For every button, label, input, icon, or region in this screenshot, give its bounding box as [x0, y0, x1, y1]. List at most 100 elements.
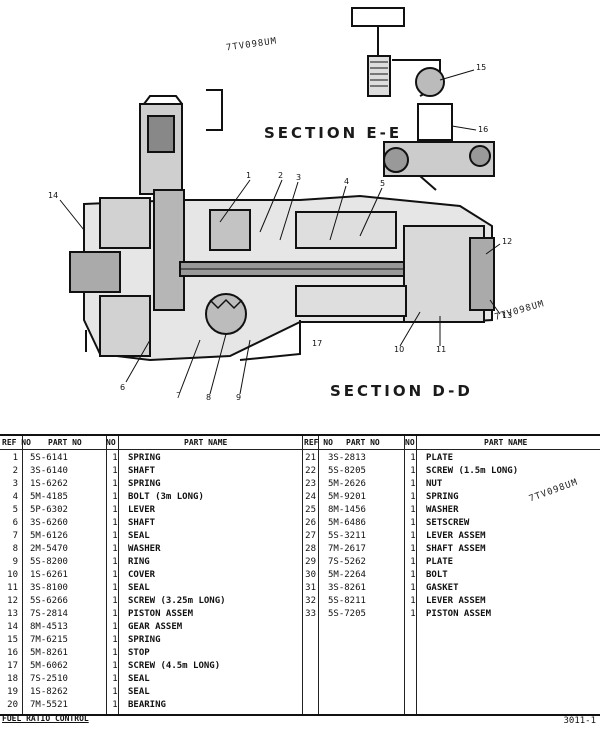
callout-label: 5 [380, 179, 385, 188]
ref-cell: 8 [12, 544, 18, 554]
ref-cell: 30 [305, 570, 316, 580]
part-name-cell: BEARING [128, 700, 166, 710]
part-no-cell: 3S-6140 [30, 466, 68, 476]
callout-label: 10 [394, 345, 404, 354]
qty-cell: 1 [112, 596, 118, 606]
part-no-cell: 5M-6126 [30, 531, 68, 541]
callout-label: 6 [120, 383, 125, 392]
ref-cell: 15 [7, 635, 18, 645]
part-no-cell: 5S-8200 [30, 557, 68, 567]
ref-cell: 17 [7, 661, 18, 671]
part-no-cell: 3S-2813 [328, 453, 366, 463]
pump-section-drawing: 1 2 3 4 5 6 7 8 9 10 11 12 13 14 15 16 1… [48, 7, 512, 402]
qty-cell: 1 [410, 531, 416, 541]
qty-cell: 1 [410, 492, 416, 502]
ref-cell: 27 [305, 531, 316, 541]
qty-cell: 1 [410, 466, 416, 476]
part-name-cell: SHAFT [128, 466, 156, 476]
callout-label: 8 [206, 393, 211, 402]
part-name-cell: COVER [128, 570, 156, 580]
callout-numbers: 1 2 3 4 5 6 7 8 9 10 11 12 13 14 15 16 1… [48, 63, 512, 402]
lever-housing [417, 103, 453, 141]
shaft-nut-right [469, 145, 491, 167]
header-part-name: PART NAME [484, 438, 528, 447]
part-no-cell: 7S-5262 [328, 557, 366, 567]
ref-cell: 33 [305, 609, 316, 619]
part-name-cell: SEAL [128, 583, 150, 593]
part-no-cell: 7M-6215 [30, 635, 68, 645]
part-name-cell: STOP [128, 648, 150, 658]
ref-cell: 24 [305, 492, 316, 502]
ref-cell: 20 [7, 700, 18, 710]
parts-list-table: REF NO PART NO NO PART NAME REF NO PART … [0, 434, 600, 716]
qty-cell: 1 [112, 700, 118, 710]
callout-label: 7 [176, 391, 181, 400]
qty-cell: 1 [112, 583, 118, 593]
callout-label: 13 [502, 311, 512, 320]
part-name-cell: SCREW (1.5m LONG) [426, 466, 519, 476]
ref-cell: 11 [7, 583, 18, 593]
part-name-cell: BOLT (3m LONG) [128, 492, 204, 502]
qty-cell: 1 [112, 544, 118, 554]
qty-cell: 1 [410, 557, 416, 567]
part-name-cell: PISTON ASSEM [426, 609, 492, 619]
part-name-cell: PLATE [426, 453, 454, 463]
ref-cell: 29 [305, 557, 316, 567]
ref-cell: 1 [12, 453, 18, 463]
qty-cell: 1 [112, 518, 118, 528]
callout-label: 9 [236, 393, 241, 402]
part-name-cell: SEAL [128, 674, 150, 684]
ref-cell: 13 [7, 609, 18, 619]
qty-cell: 1 [112, 622, 118, 632]
part-no-cell: 5M-8261 [30, 648, 68, 658]
part-name-cell: PLATE [426, 557, 454, 567]
qty-cell: 1 [410, 518, 416, 528]
qty-cell: 1 [410, 570, 416, 580]
callout-label: 14 [48, 191, 58, 200]
part-name-cell: SCREW (3.25m LONG) [128, 596, 226, 606]
part-no-cell: 5S-3211 [328, 531, 366, 541]
header-part-no: PART NO [48, 438, 82, 447]
part-name-cell: SPRING [426, 492, 459, 502]
ref-cell: 28 [305, 544, 316, 554]
part-no-cell: 5M-4185 [30, 492, 68, 502]
table-row: 29 7S-5262 1 PLATE [302, 556, 592, 569]
part-no-cell: 1S-6261 [30, 570, 68, 580]
rear-bracket [206, 89, 223, 131]
qty-cell: 1 [112, 661, 118, 671]
shaft-nut-left [383, 147, 409, 173]
part-name-cell: PISTON ASSEM [128, 609, 194, 619]
ref-cell: 7 [12, 531, 18, 541]
ref-cell: 6 [12, 518, 18, 528]
part-no-cell: 3S-8261 [328, 583, 366, 593]
qty-cell: 1 [112, 466, 118, 476]
part-no-cell: 5S-8211 [328, 596, 366, 606]
header-part-no: PART NO [346, 438, 380, 447]
left-cylinder [99, 197, 151, 249]
part-name-cell: GEAR ASSEM [128, 622, 183, 632]
part-name-cell: SEAL [128, 687, 150, 697]
section-d-label: SECTION D-D [330, 382, 473, 400]
callout-label: 2 [278, 171, 283, 180]
part-no-cell: 8M-1456 [328, 505, 366, 515]
header-ref: REF NO [304, 438, 333, 447]
ref-cell: 10 [7, 570, 18, 580]
part-no-cell: 5M-9201 [328, 492, 366, 502]
part-name-cell: BOLT [426, 570, 448, 580]
header-qty: NO [106, 438, 116, 447]
